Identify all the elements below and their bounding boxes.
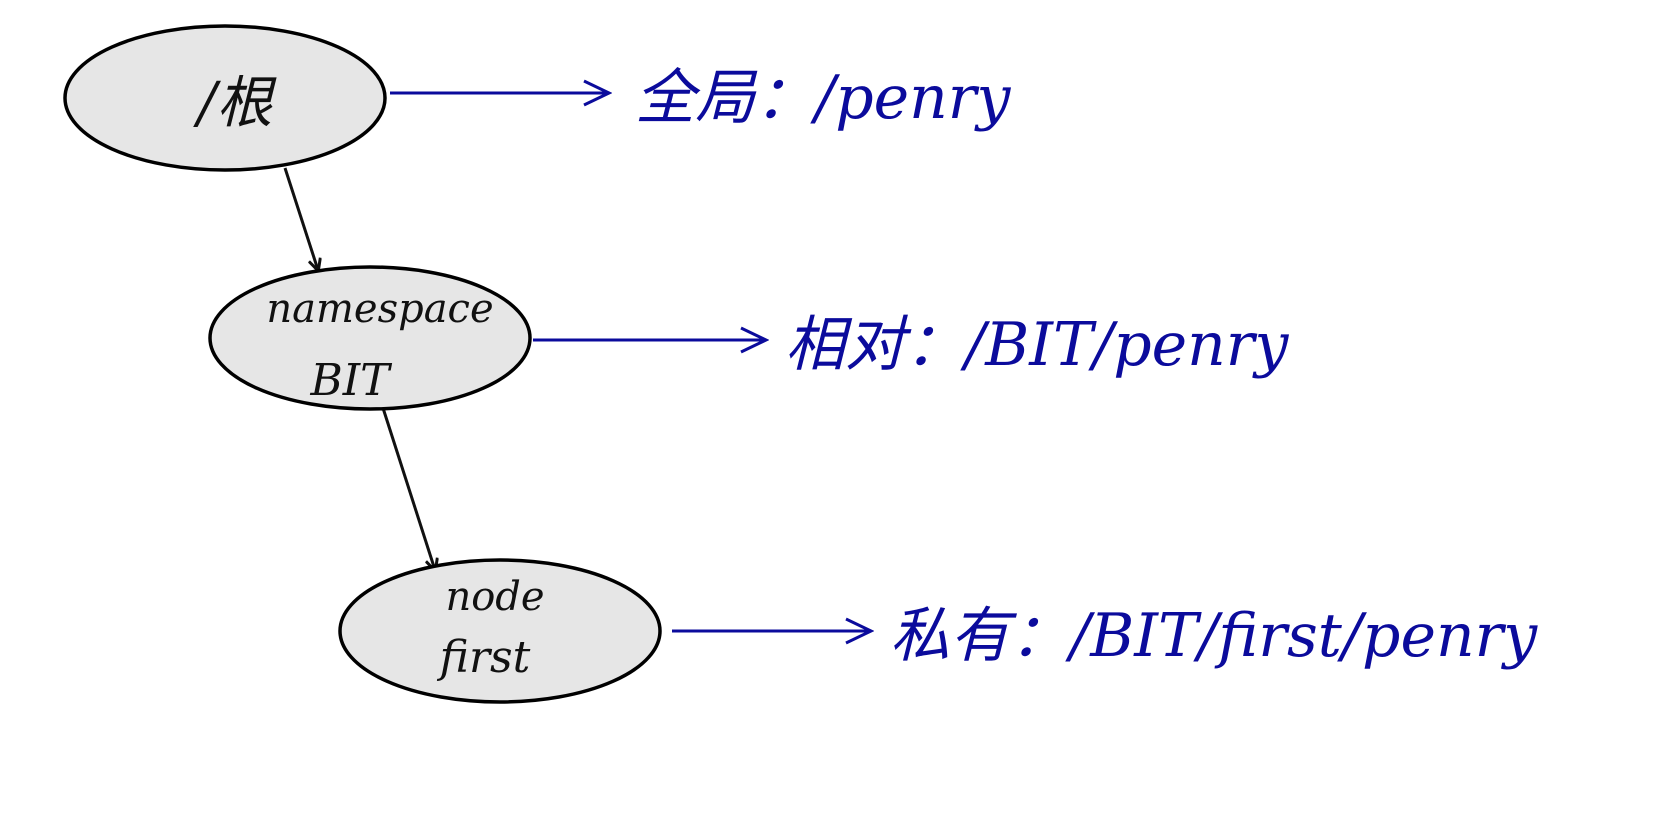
node-private: node first (338, 558, 662, 704)
label-relative: 相对：/BIT/penry (785, 310, 1289, 380)
node-root-label: /根 (193, 71, 278, 136)
edge-namespace-private (381, 407, 435, 570)
label-private: 私有：/BIT/first/penry (890, 601, 1538, 671)
node-namespace-line1: namespace (266, 286, 493, 332)
node-private-line2: first (437, 632, 531, 683)
node-root: /根 (63, 24, 387, 172)
edge-root-namespace (283, 167, 318, 270)
label-global: 全局：/penry (635, 63, 1011, 133)
node-namespace: namespace BIT (208, 265, 532, 411)
node-private-line1: node (445, 574, 544, 620)
node-namespace-line2: BIT (309, 355, 393, 406)
